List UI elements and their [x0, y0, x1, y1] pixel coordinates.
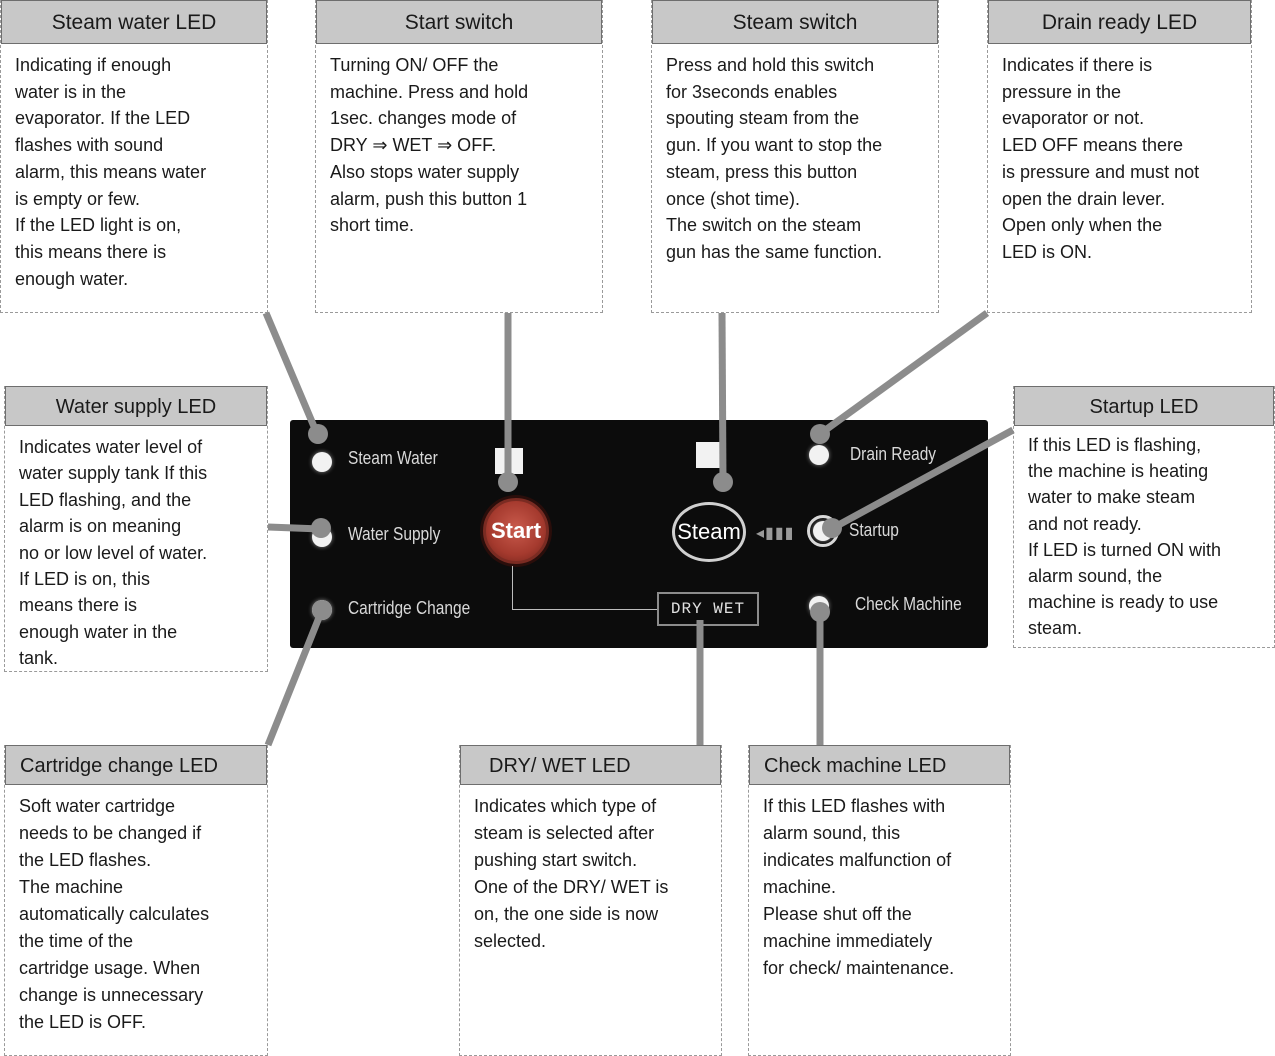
callout-body: Indicates if there is pressure in the ev…: [1002, 55, 1200, 262]
callout-title: DRY/ WET LED: [460, 745, 721, 785]
callout-body: If this LED flashes with alarm sound, th…: [763, 796, 955, 978]
callout-body: If this LED is flashing, the machine is …: [1028, 435, 1222, 639]
startup-led: [813, 521, 833, 541]
dry-wet-indicator-box: DRY WET: [657, 592, 759, 626]
callout-title: Steam water LED: [1, 0, 267, 44]
callout-title: Start switch: [316, 0, 602, 44]
water-supply-callout: Water supply LED Indicates water level o…: [4, 386, 268, 672]
cartridge-change-led: [312, 600, 332, 620]
leader-steam-water: [262, 311, 322, 438]
cartridge-change-callout: Cartridge change LED Soft water cartridg…: [4, 745, 268, 1056]
wet-indicator: [696, 442, 726, 468]
drain-ready-led: [809, 445, 829, 465]
drain-ready-callout: Drain ready LED Indicates if there is pr…: [987, 0, 1252, 313]
startup-label: Startup: [849, 520, 899, 540]
start-to-drywet-connector: [512, 566, 658, 610]
steam-water-led: [312, 452, 332, 472]
water-supply-led: [312, 527, 332, 547]
start-switch-callout: Start switch Turning ON/ OFF the machine…: [315, 0, 603, 313]
steam-water-label: Steam Water: [348, 448, 438, 468]
check-machine-label: Check Machine: [855, 594, 962, 614]
leader-drain-ready: [817, 310, 990, 437]
callout-body: Soft water cartridge needs to be changed…: [19, 796, 210, 1032]
callout-title: Water supply LED: [5, 386, 267, 426]
callout-body: Turning ON/ OFF the machine. Press and h…: [330, 55, 529, 236]
cartridge-change-label: Cartridge Change: [348, 598, 471, 618]
callout-title: Steam switch: [652, 0, 938, 44]
steam-button[interactable]: Steam: [672, 502, 746, 562]
callout-title: Drain ready LED: [988, 0, 1251, 44]
callout-title: Check machine LED: [749, 745, 1010, 785]
startup-callout: Startup LED If this LED is flashing, the…: [1013, 386, 1275, 648]
control-panel: Steam Water Water Supply Cartridge Chang…: [290, 420, 988, 648]
callout-body: Indicates water level of water supply ta…: [19, 437, 208, 669]
steam-water-callout: Steam water LED Indicating if enough wat…: [0, 0, 268, 313]
arrow-left-icon: ◂▮▮▮: [756, 525, 795, 542]
start-button[interactable]: Start: [483, 498, 549, 564]
callout-title: Cartridge change LED: [5, 745, 267, 785]
callout-body: Press and hold this switch for 3seconds …: [666, 55, 883, 262]
check-machine-callout: Check machine LED If this LED flashes wi…: [748, 745, 1011, 1056]
callout-body: Indicating if enough water is in the eva…: [15, 55, 207, 289]
drain-ready-label: Drain Ready: [850, 444, 937, 464]
steam-switch-callout: Steam switch Press and hold this switch …: [651, 0, 939, 313]
check-machine-led: [809, 596, 829, 616]
callout-body: Indicates which type of steam is selecte…: [474, 796, 669, 951]
dry-wet-callout: DRY/ WET LED Indicates which type of ste…: [459, 745, 722, 1056]
dry-indicator: [495, 448, 523, 474]
water-supply-label: Water Supply: [348, 524, 441, 544]
callout-title: Startup LED: [1014, 386, 1274, 426]
